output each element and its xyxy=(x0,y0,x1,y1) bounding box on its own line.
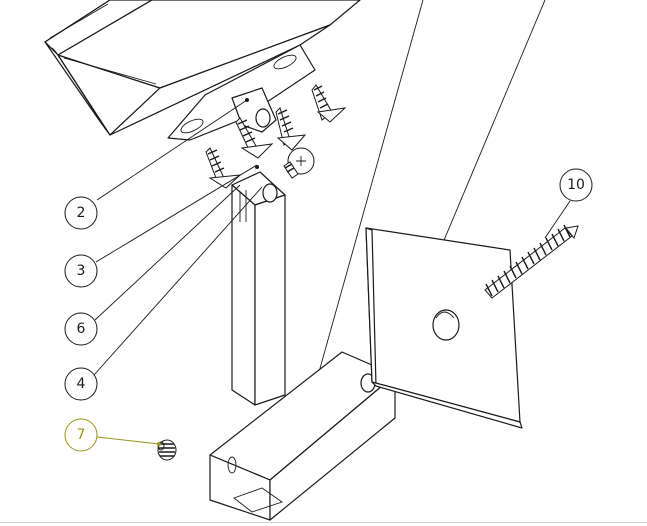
balloon-2[interactable]: 2 xyxy=(64,99,248,230)
flat-plate xyxy=(365,227,523,429)
countersunk-screw-middle xyxy=(275,107,307,151)
countersunk-screw-left xyxy=(205,147,242,189)
balloon-6[interactable]: 6 xyxy=(64,184,241,346)
balloon-3[interactable]: 3 xyxy=(64,164,258,288)
set-screw xyxy=(157,439,177,461)
balloon-3-label: 3 xyxy=(77,263,86,279)
lower-block xyxy=(209,351,396,521)
balloon-4-label: 4 xyxy=(77,376,86,392)
balloon-6-label: 6 xyxy=(77,321,86,337)
balloon-7[interactable]: 7 xyxy=(64,418,161,452)
balloon-4[interactable]: 4 xyxy=(64,186,263,401)
leader-line-upper-left xyxy=(311,0,424,398)
balloon-10[interactable]: 10 xyxy=(544,168,593,239)
leader-line-upper-right xyxy=(433,0,546,265)
square-tube xyxy=(44,0,361,136)
pan-head-screw xyxy=(283,147,315,179)
threaded-rod xyxy=(484,224,579,299)
balloon-2-label: 2 xyxy=(77,205,86,221)
countersunk-screw-center xyxy=(235,117,274,159)
mounting-bracket xyxy=(167,44,316,141)
vertical-post xyxy=(231,165,286,406)
page-bottom-divider xyxy=(0,522,647,523)
balloon-10-label: 10 xyxy=(567,177,585,193)
countersunk-screw-upper-right xyxy=(311,84,347,123)
balloon-7-label: 7 xyxy=(77,427,86,443)
